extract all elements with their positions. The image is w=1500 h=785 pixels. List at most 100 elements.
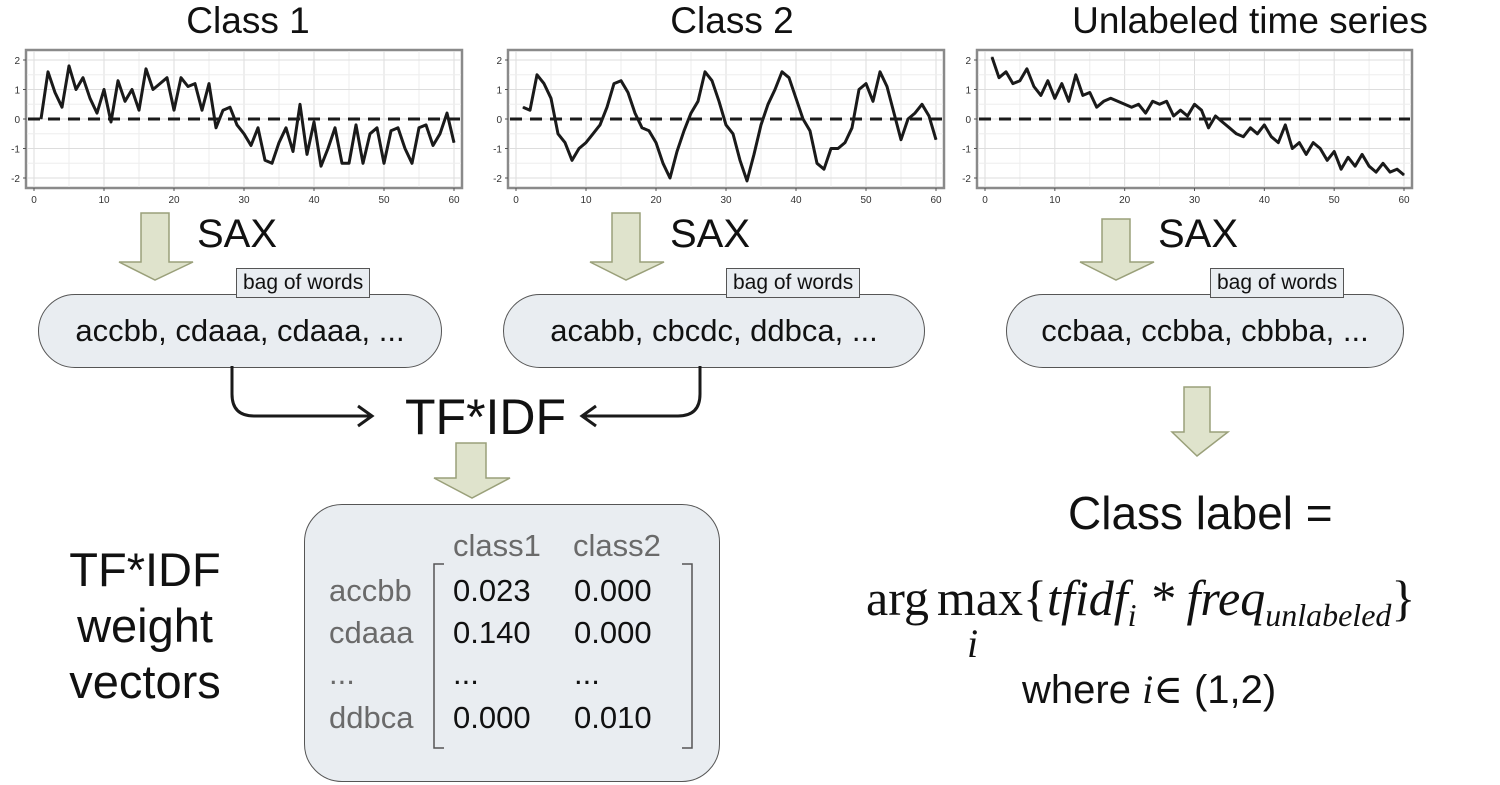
side-label-line3: vectors — [69, 655, 221, 708]
data-point — [1089, 91, 1091, 93]
data-point — [858, 89, 860, 90]
data-point — [173, 109, 175, 111]
data-point — [250, 145, 252, 147]
x-tick-label: 30 — [238, 195, 250, 206]
data-point — [418, 127, 420, 129]
matrix-cell: ... — [453, 656, 479, 691]
data-point — [620, 80, 622, 82]
data-point — [1187, 115, 1189, 117]
y-tick-label: -2 — [493, 174, 502, 185]
data-point — [627, 91, 629, 93]
data-point — [1242, 136, 1244, 138]
data-point — [1033, 86, 1035, 88]
x-tick-label: 30 — [1189, 195, 1201, 206]
y-tick-label: 1 — [14, 86, 20, 97]
data-point — [292, 150, 294, 152]
x-tick-label: 0 — [513, 195, 519, 206]
data-point — [683, 130, 685, 132]
data-point — [753, 153, 755, 155]
y-tick-label: 1 — [496, 86, 502, 97]
x-tick-label: 0 — [31, 195, 37, 206]
data-point — [536, 74, 538, 76]
data-point — [1117, 100, 1119, 102]
data-point — [327, 148, 329, 149]
y-tick-label: -2 — [11, 174, 20, 185]
data-point — [1207, 127, 1209, 129]
data-point — [1333, 150, 1335, 152]
data-point — [313, 121, 315, 123]
data-point — [194, 83, 196, 85]
data-point — [453, 142, 455, 144]
data-point — [795, 97, 797, 99]
data-point — [1235, 133, 1237, 135]
data-point — [571, 159, 573, 161]
data-point — [1249, 127, 1251, 129]
bag-unlabeled: ccbaa, ccbba, cbbba, ... — [1006, 294, 1404, 368]
data-point — [96, 112, 98, 114]
bag-class1: accbb, cdaaa, cdaaa, ... — [38, 294, 442, 368]
data-point — [998, 77, 1000, 79]
y-tick-label: 1 — [965, 86, 971, 97]
tfidf-weight-vectors-label: TF*IDF weight vectors — [40, 542, 250, 710]
row-label: accbb — [329, 573, 412, 608]
data-point — [991, 56, 993, 58]
matrix-cell: 0.023 — [453, 573, 531, 608]
sax-arrow-2 — [589, 212, 665, 281]
data-point — [187, 86, 189, 88]
data-point — [1319, 148, 1321, 149]
data-point — [1145, 112, 1147, 114]
data-point — [243, 133, 245, 135]
x-tick-label: 20 — [1119, 195, 1131, 206]
matrix-cell: 0.000 — [574, 615, 652, 650]
series-line — [990, 56, 1405, 177]
data-point — [138, 109, 140, 111]
tfidf-matrix-box — [304, 504, 720, 782]
data-point — [397, 127, 399, 129]
data-point — [117, 80, 119, 82]
tfidf-center-label: TF*IDF — [405, 389, 567, 445]
y-tick-label: 2 — [965, 56, 971, 67]
data-point — [341, 162, 343, 164]
data-point — [1361, 153, 1363, 155]
data-point — [376, 127, 378, 129]
data-point — [886, 86, 888, 88]
data-point — [47, 71, 49, 73]
data-point — [1291, 148, 1293, 149]
data-point — [1347, 156, 1349, 158]
data-point — [641, 127, 643, 129]
x-tick-label: 10 — [98, 195, 110, 206]
data-point — [823, 168, 825, 170]
bag-class2-text: acabb, cbcdc, ddbca, ... — [550, 313, 878, 348]
data-point — [1403, 174, 1405, 176]
data-point — [299, 103, 301, 105]
sax-label-3: SAX — [1158, 212, 1239, 256]
formula-max: max — [936, 570, 1024, 626]
data-point — [585, 142, 587, 144]
data-point — [1228, 127, 1230, 129]
data-point — [222, 109, 224, 111]
formula-close-brace: } — [1391, 570, 1416, 626]
data-point — [648, 130, 650, 132]
data-point — [446, 112, 448, 114]
sax-label-2: SAX — [670, 212, 751, 256]
bag-class1-text: accbb, cdaaa, cdaaa, ... — [75, 313, 405, 348]
data-point — [1200, 109, 1202, 111]
data-point — [760, 124, 762, 126]
data-point — [264, 159, 266, 161]
x-tick-label: 0 — [982, 195, 988, 206]
data-point — [865, 83, 867, 85]
data-point — [529, 109, 531, 111]
data-point — [634, 112, 636, 114]
data-point — [788, 77, 790, 79]
data-point — [1026, 68, 1028, 70]
where-text: where — [1022, 668, 1131, 712]
data-point — [1173, 115, 1175, 117]
formula-arg: arg — [866, 570, 929, 626]
data-point — [1061, 83, 1063, 85]
data-point — [1375, 171, 1377, 173]
tfidf-arrow — [433, 442, 511, 499]
data-point — [383, 162, 385, 164]
col-label-class1: class1 — [453, 528, 541, 563]
